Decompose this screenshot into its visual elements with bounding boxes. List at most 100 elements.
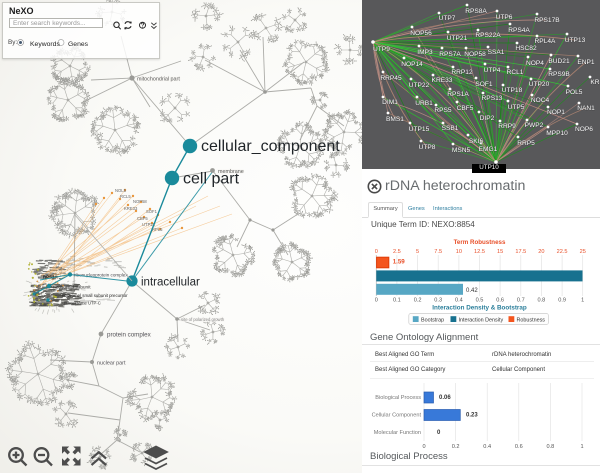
svg-text:2.5: 2.5 bbox=[393, 249, 401, 255]
svg-text:UTP18: UTP18 bbox=[502, 87, 523, 94]
svg-text:URB1: URB1 bbox=[415, 100, 433, 107]
svg-text:PWP2: PWP2 bbox=[525, 122, 544, 129]
svg-text:RPL4A: RPL4A bbox=[535, 38, 556, 45]
svg-text:0.6: 0.6 bbox=[515, 444, 523, 450]
svg-text:SSA1: SSA1 bbox=[488, 49, 505, 56]
svg-text:UTP9: UTP9 bbox=[373, 46, 390, 53]
svg-text:0.4: 0.4 bbox=[455, 298, 463, 304]
svg-text:UTP15: UTP15 bbox=[409, 126, 430, 133]
svg-text:RRP45: RRP45 bbox=[380, 75, 402, 82]
svg-text:UTP22: UTP22 bbox=[142, 222, 156, 227]
svg-text:25: 25 bbox=[580, 249, 586, 255]
svg-text:intracellular: intracellular bbox=[141, 277, 200, 289]
svg-text:22.5: 22.5 bbox=[557, 249, 568, 255]
svg-text:RPS9B: RPS9B bbox=[548, 71, 570, 78]
svg-text:HSC82: HSC82 bbox=[515, 45, 537, 52]
svg-text:0.3: 0.3 bbox=[434, 298, 442, 304]
svg-text:0.1: 0.1 bbox=[393, 298, 401, 304]
svg-text:NOP4: NOP4 bbox=[526, 60, 544, 67]
svg-text:BUD21: BUD21 bbox=[548, 58, 570, 65]
svg-text:RPL5: RPL5 bbox=[152, 227, 163, 232]
svg-text:NOC4: NOC4 bbox=[531, 97, 550, 104]
svg-text:1: 1 bbox=[581, 298, 584, 304]
svg-text:SSB1: SSB1 bbox=[442, 125, 459, 132]
svg-text:0.2: 0.2 bbox=[452, 444, 460, 450]
svg-text:UTP8: UTP8 bbox=[419, 144, 436, 151]
svg-text:RPS17B: RPS17B bbox=[534, 17, 560, 24]
svg-text:UTP21: UTP21 bbox=[447, 35, 468, 42]
svg-text:BMS1: BMS1 bbox=[386, 116, 404, 123]
svg-text:5: 5 bbox=[416, 249, 419, 255]
svg-text:0.4: 0.4 bbox=[483, 444, 491, 450]
svg-text:Biological Process: Biological Process bbox=[375, 395, 421, 401]
svg-text:RPS1A: RPS1A bbox=[447, 91, 469, 98]
svg-text:site of polarized growth: site of polarized growth bbox=[181, 317, 225, 322]
svg-text:ribonucleoprotein complex: ribonucleoprotein complex bbox=[74, 273, 128, 278]
svg-text:0.6: 0.6 bbox=[496, 298, 504, 304]
svg-text:0.06: 0.06 bbox=[439, 395, 451, 401]
svg-text:0.23: 0.23 bbox=[466, 413, 478, 419]
svg-text:1.59: 1.59 bbox=[393, 259, 406, 266]
svg-text:0.2: 0.2 bbox=[414, 298, 422, 304]
svg-text:RPS8A: RPS8A bbox=[465, 8, 487, 15]
svg-text:0: 0 bbox=[422, 444, 425, 450]
svg-text:SOF1: SOF1 bbox=[146, 209, 158, 214]
svg-text:0: 0 bbox=[375, 298, 378, 304]
svg-text:SOF1: SOF1 bbox=[475, 81, 493, 88]
svg-text:Cellular Component: Cellular Component bbox=[372, 413, 422, 419]
svg-text:Robustness: Robustness bbox=[517, 317, 546, 323]
svg-text:KR: KR bbox=[590, 79, 599, 86]
svg-text:CBF5: CBF5 bbox=[457, 105, 474, 112]
svg-text:UTP7: UTP7 bbox=[439, 15, 456, 22]
svg-text:ribosomal subunit: ribosomal subunit bbox=[53, 285, 91, 291]
svg-text:NOP1: NOP1 bbox=[547, 109, 565, 116]
svg-text:NOP56: NOP56 bbox=[410, 30, 432, 37]
svg-text:15: 15 bbox=[497, 249, 503, 255]
svg-text:membrane: membrane bbox=[218, 169, 244, 175]
svg-text:RCL1: RCL1 bbox=[507, 69, 524, 76]
svg-text:0: 0 bbox=[437, 430, 441, 436]
svg-text:RPS22A: RPS22A bbox=[475, 32, 501, 39]
svg-text:cellular_component: cellular_component bbox=[201, 138, 340, 155]
svg-text:0.5: 0.5 bbox=[476, 298, 484, 304]
svg-text:0.8: 0.8 bbox=[547, 444, 555, 450]
svg-text:12.5: 12.5 bbox=[474, 249, 485, 255]
svg-text:NOP6: NOP6 bbox=[575, 126, 593, 133]
svg-text:EMG1: EMG1 bbox=[479, 146, 498, 153]
svg-text:RPS13: RPS13 bbox=[482, 95, 503, 102]
svg-text:NOP14: NOP14 bbox=[401, 61, 423, 68]
svg-text:ribosomal small subunit precur: ribosomal small subunit precursor bbox=[62, 293, 128, 298]
svg-text:NOP58: NOP58 bbox=[133, 199, 147, 204]
svg-text:CBF5: CBF5 bbox=[137, 216, 148, 221]
svg-text:7.5: 7.5 bbox=[434, 249, 442, 255]
svg-text:DIM1: DIM1 bbox=[382, 99, 398, 106]
svg-text:1: 1 bbox=[580, 444, 583, 450]
svg-text:DIP2: DIP2 bbox=[480, 115, 495, 122]
svg-text:KRE33: KRE33 bbox=[124, 206, 138, 211]
svg-text:nuclear part: nuclear part bbox=[97, 361, 126, 367]
svg-text:processome UTP-C: processome UTP-C bbox=[64, 301, 101, 306]
svg-text:SKI6: SKI6 bbox=[469, 138, 484, 145]
svg-text:UTP13: UTP13 bbox=[565, 37, 586, 44]
svg-text:KRE33: KRE33 bbox=[432, 77, 453, 84]
svg-text:Bootstrap: Bootstrap bbox=[421, 317, 444, 323]
svg-text:NOL5: NOL5 bbox=[115, 188, 127, 193]
svg-text:protein complex: protein complex bbox=[107, 332, 152, 339]
svg-text:NAN1: NAN1 bbox=[577, 105, 595, 112]
svg-text:Interaction Density: Interaction Density bbox=[459, 317, 504, 323]
svg-text:ENP1: ENP1 bbox=[577, 59, 595, 66]
svg-text:0.8: 0.8 bbox=[538, 298, 546, 304]
svg-text:mitochondrial part: mitochondrial part bbox=[137, 77, 180, 83]
svg-text:IMP3: IMP3 bbox=[417, 49, 433, 56]
svg-text:Molecular Function: Molecular Function bbox=[374, 430, 421, 436]
svg-text:0: 0 bbox=[375, 249, 378, 255]
svg-text:0.7: 0.7 bbox=[517, 298, 525, 304]
svg-text:10: 10 bbox=[456, 249, 462, 255]
svg-text:MPP10: MPP10 bbox=[546, 130, 568, 137]
svg-text:Term Robustness: Term Robustness bbox=[454, 239, 506, 246]
svg-text:NOP58: NOP58 bbox=[464, 51, 486, 58]
svg-text:0.42: 0.42 bbox=[466, 288, 478, 294]
svg-text:RPS7A: RPS7A bbox=[439, 51, 461, 58]
svg-text:UTP4: UTP4 bbox=[484, 67, 501, 74]
svg-text:RPS5: RPS5 bbox=[434, 107, 452, 114]
